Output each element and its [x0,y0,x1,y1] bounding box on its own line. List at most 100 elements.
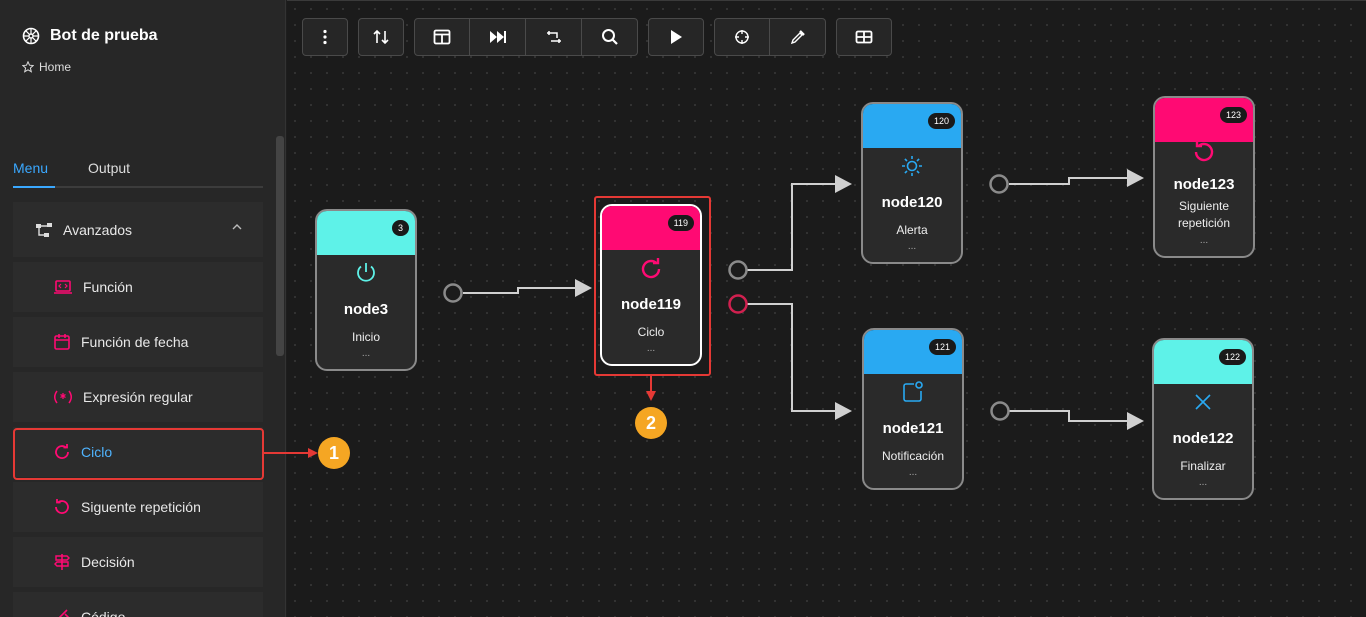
canvas-toolbar [302,18,902,56]
node-label: Inicio [351,330,380,344]
crosshair-icon [735,30,749,44]
home-link[interactable]: Home [22,60,71,74]
node-label: Finalizar [1180,459,1226,473]
menu-item-label: Código [81,609,126,617]
more-button[interactable] [302,18,348,56]
port-node3-out[interactable] [443,283,463,303]
crosshair-button[interactable] [714,18,770,56]
refresh-icon [55,444,69,459]
transform-button[interactable] [526,18,582,56]
node-title: node123 [1173,176,1235,193]
node-badge: 3 [391,220,409,236]
close-icon [1195,394,1211,410]
arrow-head [1127,169,1144,187]
annotation-arrow-1 [263,448,318,458]
menu-item-expresion-regular[interactable]: Expresión regular [13,372,263,422]
star-icon [22,61,34,73]
home-label: Home [39,60,72,74]
node-label: Siguiente repetición [1177,199,1231,230]
menu-item-label: Siguente repetición [81,499,201,515]
node-title: node121 [882,420,944,437]
node-node120[interactable]: 120 node120 Alerta ... [861,102,963,264]
menu-item-decision[interactable]: Decisión [13,537,263,587]
port-node121-out[interactable] [990,401,1010,421]
node-node123[interactable]: 123 node123 Siguiente repetición ... [1153,96,1255,258]
menu-group-label: Avanzados [63,221,133,238]
arrow-head [835,175,852,193]
menu-item-codigo[interactable]: Código [13,592,263,617]
edge-node121-node122 [1009,410,1129,422]
table-icon [855,30,873,44]
tab-menu[interactable]: Menu [13,160,49,176]
flow-icon [36,222,52,237]
node-title: node3 [343,301,389,318]
bot-logo-icon [22,27,40,45]
layout-icon [433,29,451,45]
menu-group-avanzados[interactable]: Avanzados [13,202,263,257]
eyedropper-icon [790,30,805,45]
port-node120-out[interactable] [989,174,1009,194]
chevron-up-icon[interactable] [231,222,243,232]
search-button[interactable] [582,18,638,56]
regex-icon [54,390,72,404]
layout-button[interactable] [414,18,470,56]
node-node121[interactable]: 121 node121 Notificación ... [862,328,964,490]
eyedropper-button[interactable] [770,18,826,56]
refresh-icon [641,258,661,279]
tab-output[interactable]: Output [88,160,131,176]
menu-item-ciclo[interactable]: Ciclo [13,427,263,477]
step-badge-2: 2 [635,407,667,439]
node-label: Alerta [896,223,928,237]
menu-item-funcion[interactable]: Función [13,262,263,312]
port-node119-out-2[interactable] [728,294,748,314]
table-button[interactable] [836,18,892,56]
calendar-icon [54,334,70,350]
node-title: node119 [620,296,682,313]
node-menu: Avanzados Función Función de fecha Expre… [13,202,263,617]
sun-icon [902,156,922,176]
node-label: Notificación [881,449,945,463]
sidebar: Bot de prueba Home Menu Output Avanzados… [0,0,286,617]
edge-node119-node120 [747,183,837,271]
node-badge: 119 [667,215,694,231]
menu-item-label: Función de fecha [81,334,189,350]
menu-item-label: Decisión [81,554,135,570]
node-title: node120 [881,194,943,211]
edges-layer [443,169,1144,430]
arrow-head [1127,412,1144,430]
undo-icon [55,499,69,514]
arrow-head [575,279,592,297]
node-title: node122 [1172,430,1234,447]
sort-button[interactable] [358,18,404,56]
node-more: ... [646,343,656,354]
edge-node120-node123 [1009,177,1129,185]
port-node119-out-1[interactable] [728,260,748,280]
undo-icon [1194,141,1214,162]
flow-canvas[interactable]: 3 node3 Inicio ... 119 node119 Ciclo ...… [287,0,1366,617]
menu-item-label: Ciclo [81,444,113,460]
menu-item-label: Función [83,279,133,295]
menu-item-funcion-fecha[interactable]: Función de fecha [13,317,263,367]
play-button[interactable] [648,18,704,56]
sort-icon [373,29,389,45]
search-icon [601,29,618,45]
sidebar-scrollbar[interactable] [276,136,284,356]
node-badge: 123 [1219,107,1247,123]
edge-node119-node121 [747,303,837,412]
skip-forward-button[interactable] [470,18,526,56]
node-badge: 121 [928,339,956,355]
annotation-arrow-head [646,391,656,401]
play-icon [671,30,682,44]
node-node119[interactable]: 119 node119 Ciclo ... [600,204,702,366]
skip-forward-icon [489,31,506,43]
transform-icon [546,31,561,43]
node-more: ... [908,467,918,478]
signpost-icon [54,554,70,570]
code-icon [58,609,70,617]
menu-item-siguente-repeticion[interactable]: Siguente repetición [13,482,263,532]
node-node3[interactable]: 3 node3 Inicio ... [315,209,417,371]
node-node122[interactable]: 122 node122 Finalizar ... [1152,338,1254,500]
brand: Bot de prueba [22,27,158,45]
node-more: ... [1199,235,1209,246]
edge-node3-node119 [463,287,577,294]
